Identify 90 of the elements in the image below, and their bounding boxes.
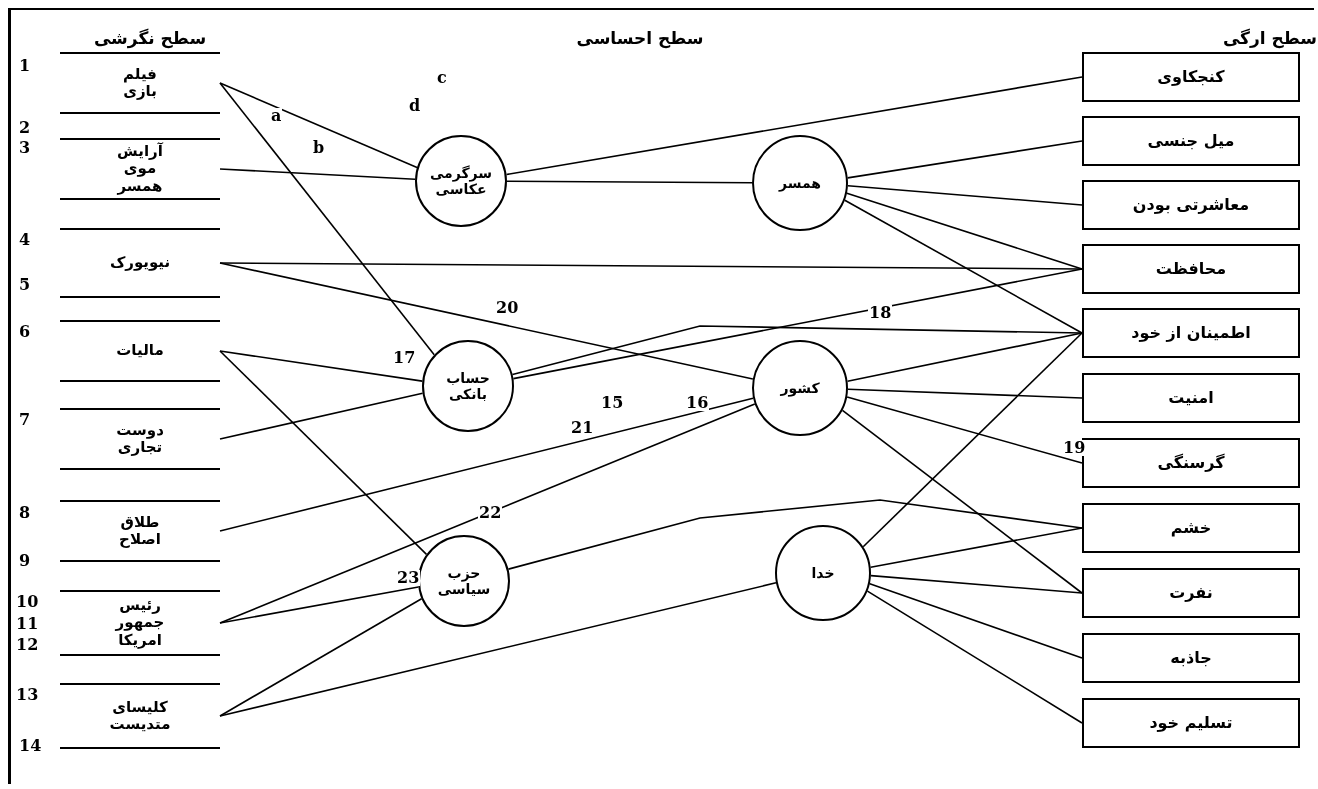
- drive-box: [1082, 180, 1300, 230]
- connector-line: [506, 180, 753, 184]
- connector-line: [219, 392, 424, 440]
- callout-number: 7: [18, 412, 32, 428]
- connector-line: [219, 350, 424, 382]
- drive-box: [1082, 116, 1300, 166]
- node-label: فیلم بازی: [122, 65, 158, 101]
- callout-number: 2: [18, 120, 32, 136]
- connector-line: [219, 262, 754, 380]
- connector-line: [847, 184, 1083, 206]
- node-label: اطمینان از خود: [1131, 323, 1251, 343]
- node-label: آرایش موی همسر: [116, 143, 165, 195]
- callout-number: 14: [18, 738, 43, 754]
- callout-number: a: [270, 108, 283, 124]
- node-label: محافظت: [1155, 259, 1227, 279]
- connector-line: [219, 586, 420, 624]
- node-label: میل جنسی: [1147, 131, 1235, 151]
- attitude-item: [60, 138, 220, 200]
- connector-line: [844, 199, 1083, 334]
- callout-number: 13: [15, 687, 40, 703]
- drive-box: [1082, 308, 1300, 358]
- callout-number: b: [312, 140, 326, 156]
- node-label: سرگرمی عکاسی: [428, 164, 494, 198]
- attitude-item: [60, 590, 220, 656]
- callout-number: 1: [18, 58, 32, 74]
- level-heading: سطح ارگی: [1221, 30, 1318, 47]
- callout-number: 16: [685, 395, 710, 411]
- connector-line: [219, 597, 423, 717]
- connector-line: [870, 574, 1083, 594]
- node-label: نیویورک: [108, 254, 172, 272]
- level-heading: سطح نگرشی: [92, 30, 208, 47]
- level-heading: سطح احساسی: [575, 30, 705, 47]
- attitude-item: [60, 320, 220, 382]
- callout-number: 9: [18, 553, 32, 569]
- node-label: رئیس جمهور امریکا: [114, 597, 166, 649]
- callout-number: 23: [396, 570, 421, 586]
- node-label: کنجکاوی: [1157, 67, 1225, 87]
- callout-number: 17: [392, 350, 417, 366]
- drive-box: [1082, 244, 1300, 294]
- node-label: حزب سیاسی: [436, 564, 492, 598]
- attitude-item: [60, 500, 220, 562]
- callout-number: 4: [18, 232, 32, 248]
- node-label: همسر: [777, 174, 823, 192]
- node-label: دوست تجاری: [115, 421, 165, 457]
- attitude-item: [60, 52, 220, 114]
- node-label: گرسنگی: [1157, 453, 1225, 473]
- connector-line: [219, 350, 428, 556]
- attitude-item: [60, 408, 220, 470]
- callout-number: 5: [18, 277, 32, 293]
- callout-number: 21: [570, 420, 595, 436]
- callout-number: 10: [15, 594, 40, 610]
- callout-number: 3: [18, 140, 32, 156]
- attitude-item: [60, 683, 220, 749]
- connector-line: [841, 409, 1083, 594]
- node-label: جاذبه: [1170, 648, 1212, 668]
- callout-number: 11: [15, 616, 40, 632]
- drive-box: [1082, 633, 1300, 683]
- node-label: خدا: [810, 564, 836, 582]
- node-label: کشور: [779, 379, 821, 397]
- node-label: کلیسای متدیست: [108, 698, 172, 734]
- drive-box: [1082, 503, 1300, 553]
- connector-line: [219, 82, 435, 356]
- drive-box: [1082, 52, 1300, 102]
- callout-number: 15: [600, 395, 625, 411]
- node-label: نفرت: [1169, 583, 1213, 603]
- attitude-item: [60, 228, 220, 298]
- node-label: مالیات: [115, 342, 165, 360]
- callout-number: 18: [868, 305, 893, 321]
- connector-line: [219, 582, 777, 717]
- connector-line: [219, 397, 754, 532]
- connector-line: [847, 388, 1083, 399]
- connector-line: [862, 332, 1083, 548]
- connector-line: [219, 168, 416, 181]
- node-label: خشم: [1170, 518, 1212, 538]
- node-label: طلاق اصلاح: [118, 513, 162, 549]
- callout-number: d: [408, 98, 422, 114]
- node-label: تسلیم خود: [1149, 713, 1233, 733]
- callout-number: 12: [15, 637, 40, 653]
- callout-number: 8: [18, 505, 32, 521]
- callout-number: 6: [18, 324, 32, 340]
- node-label: حساب بانکی: [445, 369, 491, 403]
- node-label: معاشرتی بودن: [1132, 195, 1250, 215]
- drive-box: [1082, 373, 1300, 423]
- callout-number: 19: [1062, 440, 1087, 456]
- callout-number: 22: [478, 505, 503, 521]
- drive-box: [1082, 698, 1300, 748]
- drive-box: [1082, 568, 1300, 618]
- callout-number: 20: [495, 300, 520, 316]
- connector-line: [866, 590, 1083, 724]
- node-label: امنیت: [1168, 388, 1214, 408]
